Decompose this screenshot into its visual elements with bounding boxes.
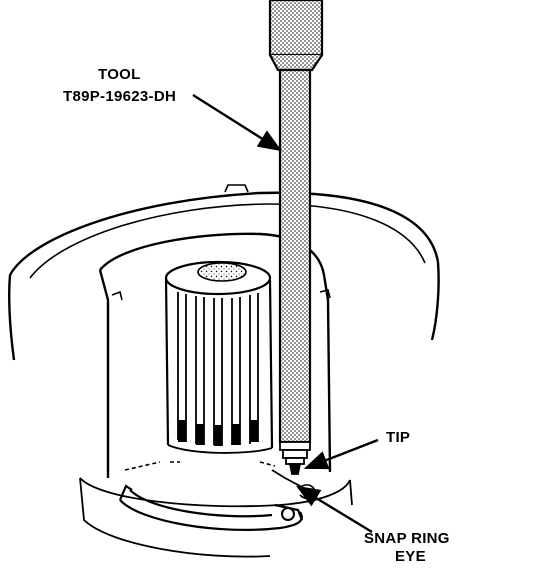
drum-lower-right <box>349 479 353 506</box>
rim-notch <box>224 184 249 193</box>
tool <box>268 0 324 475</box>
spline-teeth <box>177 292 259 446</box>
splined-shaft <box>164 260 274 454</box>
drum <box>79 232 353 558</box>
drum-inner-step <box>111 290 123 301</box>
tool-handle <box>268 0 324 57</box>
outer-rim <box>8 191 440 276</box>
shaft-left-edge <box>164 277 170 446</box>
snap-ring-eye-tab <box>274 503 304 521</box>
tip-leader <box>303 438 379 470</box>
drum-top <box>99 232 326 276</box>
tool-tip <box>279 441 311 475</box>
drum-base-curve <box>79 477 351 508</box>
drum-inner-step-right <box>319 289 331 299</box>
drum-right-wall <box>322 274 332 473</box>
tool-shaft <box>278 68 312 444</box>
left-wall <box>8 274 16 361</box>
spline-teeth-fill <box>178 420 258 446</box>
drum-dashes <box>124 461 276 471</box>
shaft-bore <box>197 262 247 282</box>
snap-ring-inner <box>129 489 273 518</box>
tool-label: TOOL <box>98 66 141 83</box>
eye-label: EYE <box>395 548 426 565</box>
drum-lower-left <box>79 477 271 558</box>
snap-ring-leader <box>295 485 373 534</box>
tool-handle-taper <box>269 54 323 72</box>
snap-ring-left-end <box>118 484 133 501</box>
tool-leader <box>192 93 283 152</box>
right-wall <box>430 261 440 341</box>
shaft-bottom <box>167 444 273 454</box>
tool-part-number-label: T89P-19623-DH <box>63 88 177 105</box>
snap-ring-label: SNAP RING <box>364 530 450 547</box>
inner-rim <box>29 203 426 279</box>
shaft-right-edge <box>268 279 274 449</box>
tip-label: TIP <box>386 429 411 446</box>
leader-lines <box>192 93 379 534</box>
snap-ring-outer <box>119 499 303 531</box>
drum-left-wall <box>98 269 110 478</box>
outer-housing <box>8 184 440 361</box>
